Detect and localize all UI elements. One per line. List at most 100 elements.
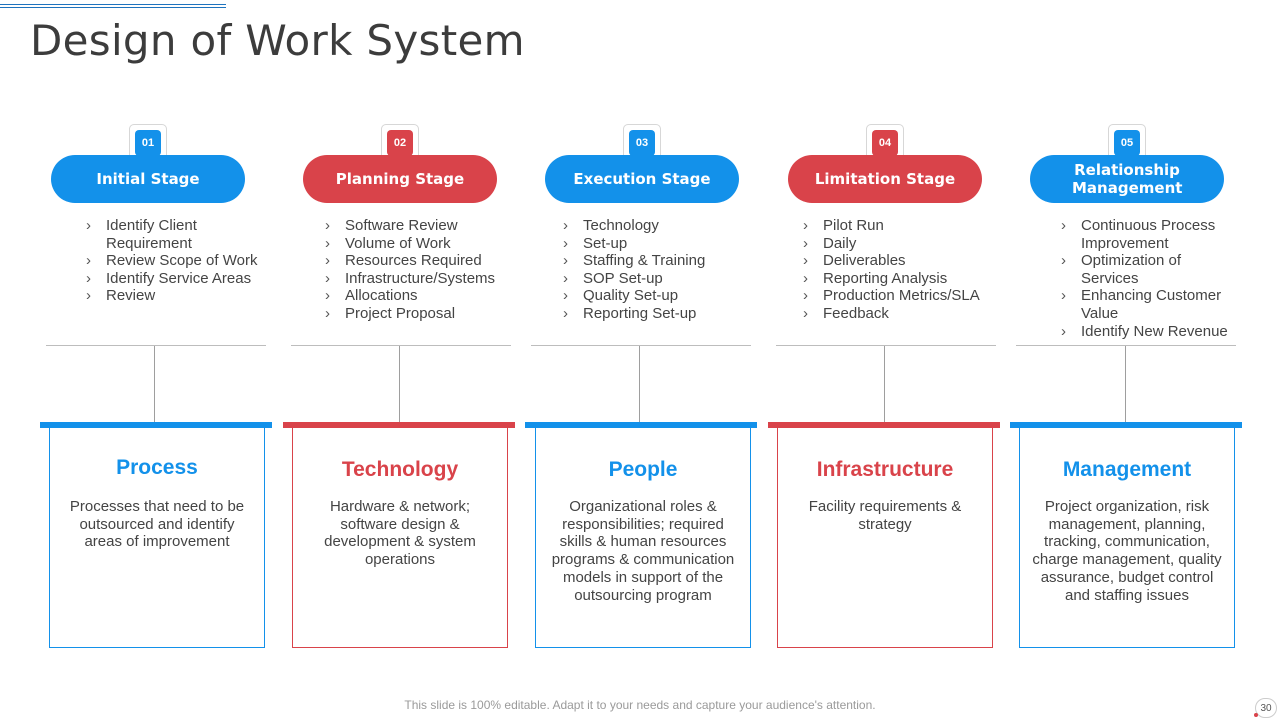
page-number: 30 — [1255, 698, 1277, 718]
page-title: Design of Work System — [30, 16, 525, 65]
box-title: Technology — [341, 458, 459, 481]
box-title: Management — [1062, 458, 1192, 481]
chevron-right-icon: › — [325, 217, 330, 234]
list-item: ›Quality Set-up — [563, 287, 679, 305]
chevron-right-icon: › — [563, 287, 568, 305]
stage-number: 04 — [872, 130, 898, 156]
category-box-people: People Organizational roles & responsibi… — [535, 428, 751, 648]
divider-line — [291, 345, 511, 346]
box-title: People — [608, 458, 678, 481]
stage-number: 01 — [135, 130, 161, 156]
list-item: ›Feedback — [803, 304, 889, 322]
list-item: ›Review — [86, 287, 156, 305]
connector-line — [639, 346, 640, 422]
stage-pill-execution: Execution Stage — [545, 155, 739, 203]
list-item: ›Allocations — [325, 287, 418, 305]
category-box-management: Management Project organization, risk ma… — [1019, 428, 1235, 648]
chevron-right-icon: › — [803, 287, 808, 305]
list-item: ›Resources Required — [325, 252, 482, 270]
stage-bullet-list: ›Technology ›Set-up ›Staffing & Training… — [563, 217, 743, 323]
divider-line — [46, 345, 266, 346]
list-item: ›Identify Service Areas — [86, 269, 252, 287]
chevron-right-icon: › — [563, 217, 568, 234]
chevron-right-icon: › — [563, 269, 568, 287]
chevron-right-icon: › — [86, 217, 91, 234]
list-item: ›Reporting Set-up — [563, 304, 697, 322]
list-item: ›Optimization of Services — [1061, 252, 1182, 287]
box-description: Organizational roles & responsibilities;… — [551, 498, 735, 604]
category-box-process: Process Processes that need to be outsou… — [49, 428, 265, 648]
box-top-bar — [40, 422, 272, 428]
list-item: ›Staffing & Training — [563, 252, 706, 270]
box-title: Infrastructure — [816, 458, 954, 481]
box-description: Processes that need to be outsourced and… — [69, 498, 245, 551]
chevron-right-icon: › — [803, 217, 808, 234]
top-accent-line-2 — [0, 7, 226, 8]
stage-number: 02 — [387, 130, 413, 156]
list-item: ›Software Review — [325, 217, 458, 234]
list-item: ›SOP Set-up — [563, 269, 663, 287]
chevron-right-icon: › — [1061, 252, 1066, 270]
chevron-right-icon: › — [803, 252, 808, 270]
stage-number: 03 — [629, 130, 655, 156]
box-description: Facility requirements & strategy — [808, 498, 962, 533]
chevron-right-icon: › — [563, 252, 568, 270]
category-box-technology: Technology Hardware & network; software … — [292, 428, 508, 648]
stage-bullet-list: ›Identify Client Requirement ›Review Sco… — [86, 217, 266, 305]
stage-number: 05 — [1114, 130, 1140, 156]
chevron-right-icon: › — [325, 234, 330, 252]
list-item: ›Volume of Work — [325, 234, 451, 252]
connector-line — [1125, 346, 1126, 422]
box-title: Process — [116, 456, 198, 479]
chevron-right-icon: › — [325, 304, 330, 322]
chevron-right-icon: › — [1061, 287, 1066, 305]
list-item: ›Infrastructure/Systems — [325, 269, 496, 287]
connector-line — [884, 346, 885, 422]
stage-bullet-list: ›Pilot Run ›Daily ›Deliverables ›Reporti… — [803, 217, 983, 323]
list-item: ›Identify New Revenue — [1061, 322, 1228, 340]
chevron-right-icon: › — [325, 287, 330, 305]
chevron-right-icon: › — [803, 269, 808, 287]
connector-line — [399, 346, 400, 422]
divider-line — [531, 345, 751, 346]
chevron-right-icon: › — [325, 269, 330, 287]
page-dot — [1254, 713, 1258, 717]
chevron-right-icon: › — [325, 252, 330, 270]
box-top-bar — [283, 422, 515, 428]
connector-line — [154, 346, 155, 422]
list-item: ›Production Metrics/SLA — [803, 287, 980, 305]
box-description: Hardware & network; software design & de… — [324, 498, 476, 569]
chevron-right-icon: › — [803, 304, 808, 322]
list-item: ›Identify Client Requirement — [86, 217, 197, 252]
list-item: ›Set-up — [563, 234, 628, 252]
box-top-bar — [768, 422, 1000, 428]
list-item: ›Review Scope of Work — [86, 252, 258, 270]
list-item: ›Pilot Run — [803, 217, 884, 234]
stage-pill-initial: Initial Stage — [51, 155, 245, 203]
stage-pill-planning: Planning Stage — [303, 155, 497, 203]
list-item: ›Technology — [563, 217, 659, 234]
footer-note: This slide is 100% editable. Adapt it to… — [404, 698, 876, 712]
stage-pill-limitation: Limitation Stage — [788, 155, 982, 203]
category-box-infrastructure: Infrastructure Facility requirements & s… — [777, 428, 993, 648]
divider-line — [1016, 345, 1236, 346]
chevron-right-icon: › — [563, 304, 568, 322]
list-item: ›Project Proposal — [325, 304, 456, 322]
list-item: ›Daily — [803, 234, 857, 252]
list-item: ›Enhancing Customer Value — [1061, 287, 1222, 322]
box-description: Project organization, risk management, p… — [1032, 498, 1222, 604]
list-item: ›Deliverables — [803, 252, 906, 270]
divider-line — [776, 345, 996, 346]
chevron-right-icon: › — [86, 287, 91, 305]
stage-pill-relationship: Relationship Management — [1030, 155, 1224, 203]
top-accent-line — [0, 4, 226, 5]
chevron-right-icon: › — [86, 252, 91, 270]
chevron-right-icon: › — [563, 234, 568, 252]
box-top-bar — [525, 422, 757, 428]
stage-bullet-list: ›Software Review ›Volume of Work ›Resour… — [325, 217, 505, 323]
list-item: ›Reporting Analysis — [803, 269, 948, 287]
box-top-bar — [1010, 422, 1242, 428]
stage-bullet-list: ›Continuous Process Improvement ›Optimiz… — [1061, 217, 1241, 340]
chevron-right-icon: › — [1061, 217, 1066, 234]
list-item: ›Continuous Process Improvement — [1061, 217, 1216, 252]
